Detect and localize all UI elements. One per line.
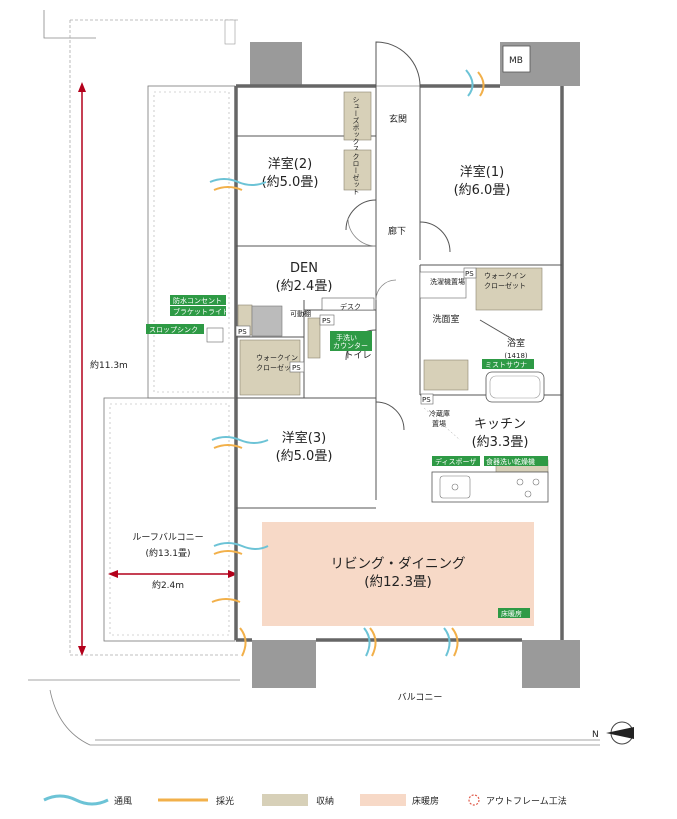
tag-dishwasher: 食器洗い乾燥機 xyxy=(486,457,535,466)
bath-size: (1418) xyxy=(504,352,528,360)
desk-label: デスク xyxy=(340,302,361,311)
walkin-closet-2-label: ウォークイン xyxy=(256,354,298,362)
tag-waterproof-outlet: 防水コンセント xyxy=(173,296,222,305)
living-size: (約12.3畳) xyxy=(364,574,432,590)
tag-disposer: ディスポーザ xyxy=(435,457,476,466)
desk: デスク 可動棚 xyxy=(251,297,375,337)
entrance-door xyxy=(375,41,421,87)
kitchen-counter xyxy=(431,471,549,503)
legend-outframe-swatch xyxy=(468,794,480,806)
storage-areas: シューズボックス クローゼット ウォークイン クローゼット ウォークイン クロー… xyxy=(237,91,549,473)
site-outline xyxy=(28,10,600,746)
slop-sink xyxy=(206,327,224,343)
tag-slop-sink: スロップシンク xyxy=(149,326,198,334)
closet-2-label: クローゼット xyxy=(352,153,360,195)
closet-2 xyxy=(343,149,372,191)
ps-label-1: PS xyxy=(238,328,247,336)
fridge-label-2: 置場 xyxy=(432,419,446,428)
fridge-label: 冷蔵庫 xyxy=(429,409,450,418)
movable-shelf-label: 可動棚 xyxy=(290,309,311,318)
tag-hand-wash-2: カウンター xyxy=(333,341,368,350)
sink xyxy=(439,475,471,499)
entrance-label: 玄関 xyxy=(389,113,407,125)
washing-machine-area xyxy=(419,271,467,299)
shoes-box xyxy=(343,91,372,141)
stove xyxy=(516,478,524,486)
walkin-closet-1-label: ウォークイン xyxy=(484,272,526,280)
toilet-label: トイレ xyxy=(344,351,371,361)
legend: 通風 採光 収納 床暖房 アウトフレーム工法 xyxy=(43,794,567,807)
legend-ventilation-label: 通風 xyxy=(114,796,132,807)
kitchen-size: (約3.3畳) xyxy=(472,435,529,450)
washing-machine-label: 洗濯機置場 xyxy=(430,277,465,286)
mb-box: MB xyxy=(502,45,531,73)
toilet-storage xyxy=(307,317,321,359)
legend-storage-swatch xyxy=(262,794,308,806)
den-name: DEN xyxy=(290,261,318,276)
compass-north-label: N xyxy=(592,730,599,740)
length-dimension-label: 約11.3m xyxy=(90,359,128,371)
legend-floor-heating-label: 床暖房 xyxy=(412,795,439,807)
legend-outframe-label: アウトフレーム工法 xyxy=(486,795,567,807)
washroom-label: 洗面室 xyxy=(432,313,459,325)
legend-floor-heating-swatch xyxy=(360,794,406,806)
ps-label-4: PS xyxy=(465,270,474,278)
roof-balcony: ルーフバルコニー (約13.1畳) xyxy=(103,85,236,642)
walkin-closet-1 xyxy=(475,267,543,311)
ps-label-5: PS xyxy=(422,396,431,404)
roof-balcony-name: ルーフバルコニー xyxy=(132,532,203,543)
western1-name: 洋室(1) xyxy=(460,164,504,180)
roof-balcony-size: (約13.1畳) xyxy=(145,547,190,559)
ps-boxes: PS PS PS PS PS xyxy=(235,267,477,405)
living-name: リビング・ダイニング xyxy=(331,556,466,572)
width-dimension-label: 約2.4m xyxy=(152,579,184,591)
western3-name: 洋室(3) xyxy=(282,430,326,446)
mb-label: MB xyxy=(509,56,523,66)
tag-floor-heating: 床暖房 xyxy=(501,609,522,618)
bath-name: 浴室 xyxy=(507,337,525,349)
balcony-label: バルコニー xyxy=(398,692,443,703)
ps-label-2: PS xyxy=(322,317,331,325)
corridor-label: 廊下 xyxy=(388,225,406,237)
walkin-closet-1-label-2: クローゼット xyxy=(484,281,526,290)
western2-name: 洋室(2) xyxy=(268,156,312,172)
walkin-closet-2-label-2: クローゼット xyxy=(256,363,298,372)
legend-storage-label: 収納 xyxy=(316,795,334,807)
tag-bracket-light: ブラケットライト xyxy=(173,307,229,316)
floor-heating-area xyxy=(262,522,534,626)
den-size: (約2.4畳) xyxy=(276,279,333,294)
bathtub xyxy=(485,371,545,403)
legend-daylight-label: 採光 xyxy=(216,795,234,807)
outer-walls xyxy=(224,19,580,688)
tag-hand-wash: 手洗い xyxy=(336,333,357,342)
shoes-box-label: シューズボックス xyxy=(352,96,360,152)
den-column xyxy=(251,305,283,337)
compass: N xyxy=(592,721,634,745)
legend-ventilation-swatch xyxy=(43,794,109,806)
kitchen-name: キッチン xyxy=(474,417,526,432)
western3-size: (約5.0畳) xyxy=(276,449,333,464)
ps-label-3: PS xyxy=(292,364,301,372)
room-labels: 洋室(2) (約5.0畳) 洋室(1) (約6.0畳) DEN (約2.4畳) … xyxy=(262,113,529,703)
equipment-tags: 防水コンセント ブラケットライト スロップシンク 手洗い カウンター ミストサウ… xyxy=(146,295,548,618)
tag-mist-sauna: ミストサウナ xyxy=(485,361,527,369)
dimension-width: 約2.4m xyxy=(108,570,238,591)
ventilation-markers xyxy=(209,69,485,657)
dimension-length: 約11.3m xyxy=(78,82,128,656)
fridge-area: 冷蔵庫 置場 xyxy=(423,407,461,441)
washroom-storage xyxy=(423,359,469,391)
western2-size: (約5.0畳) xyxy=(262,175,319,190)
western1-size: (約6.0畳) xyxy=(454,183,511,198)
